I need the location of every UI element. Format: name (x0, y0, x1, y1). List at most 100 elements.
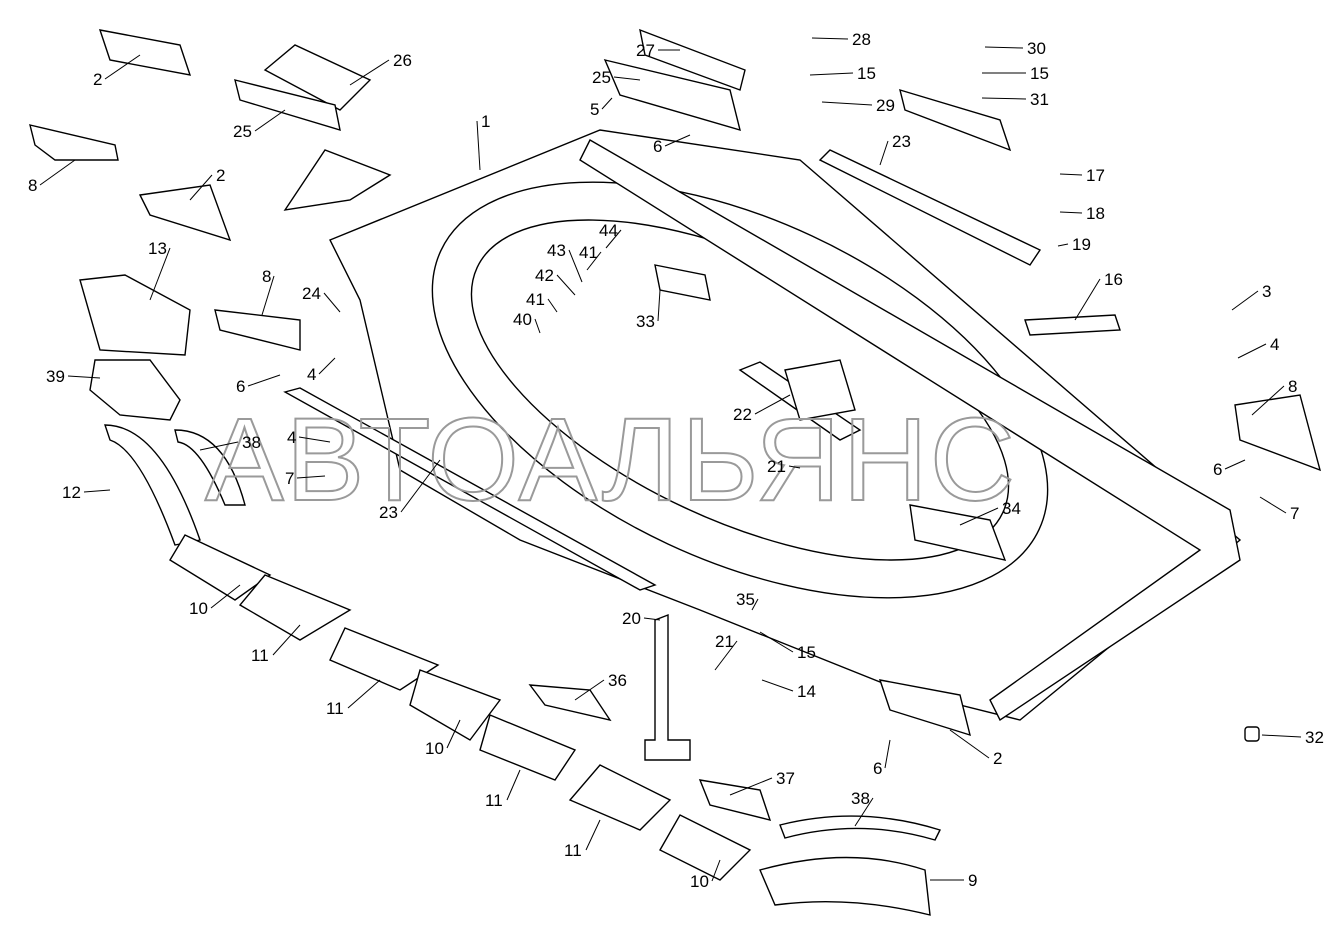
leader-line (711, 859, 721, 882)
callout-number: 35 (736, 590, 755, 609)
leader-line (39, 159, 76, 186)
callout-number: 19 (1072, 235, 1091, 254)
callout-number: 11 (485, 791, 503, 810)
leader-line (547, 298, 558, 313)
callout-number: 31 (1030, 90, 1049, 109)
callout-number: 4 (307, 365, 316, 384)
watermark: АВТОАЛЬЯНС (205, 394, 1017, 526)
callout-number: 4 (1270, 335, 1279, 354)
leader-line (318, 357, 336, 375)
leader-line (556, 274, 576, 296)
leader-line (272, 624, 301, 656)
callout-number: 5 (590, 100, 599, 119)
callout-number: 15 (797, 643, 816, 662)
callout-number: 41 (526, 290, 545, 309)
leader-line (788, 465, 801, 469)
callout-number: 8 (28, 176, 37, 195)
leader-line (574, 679, 605, 701)
callout-number: 21 (715, 632, 734, 651)
callout-number: 13 (148, 239, 167, 258)
callout-number: 14 (797, 682, 816, 701)
leader-line (534, 318, 541, 334)
leader-line (323, 292, 341, 313)
leader-line (601, 97, 613, 110)
leader-line (657, 289, 661, 322)
leader-line (446, 719, 461, 749)
leader-line (761, 679, 794, 692)
callout-number: 8 (1288, 377, 1297, 396)
callout-number: 27 (636, 41, 655, 60)
leader-line (476, 120, 481, 171)
leader-line (104, 54, 141, 80)
callout-number: 44 (599, 221, 618, 240)
callout-number: 17 (1086, 166, 1105, 185)
leader-line (210, 584, 241, 609)
callout-number: 15 (1030, 64, 1049, 83)
leader-line (149, 247, 171, 301)
callout-number: 30 (1027, 39, 1046, 58)
leader-line (879, 140, 889, 166)
leader-line (199, 441, 239, 451)
callout-number: 10 (425, 739, 444, 758)
leader-line (959, 507, 999, 526)
callout-number: 36 (608, 671, 627, 690)
leader-line (261, 275, 275, 316)
leader-line (83, 489, 111, 493)
leader-line (586, 251, 602, 271)
callout-number: 12 (62, 483, 81, 502)
leader-line (754, 394, 791, 415)
leader-line (1224, 459, 1246, 470)
leader-line (296, 475, 326, 479)
callout-number: 6 (653, 137, 662, 156)
leader-line (664, 134, 691, 147)
callout-number: 39 (46, 367, 65, 386)
callout-number: 10 (189, 599, 208, 618)
callout-number: 1 (481, 112, 490, 131)
leader-line (506, 769, 521, 801)
leader-line (984, 46, 1024, 49)
leader-line (714, 640, 738, 671)
callout-number: 37 (776, 769, 795, 788)
callout-number: 34 (1002, 499, 1021, 518)
callout-number: 23 (892, 132, 911, 151)
callout-number: 15 (857, 64, 876, 83)
leader-line (67, 375, 101, 379)
callout-number: 40 (513, 310, 532, 329)
callout-number: 6 (873, 759, 882, 778)
leader-line (1259, 496, 1287, 514)
callout-number: 2 (93, 70, 102, 89)
leader-line (1261, 734, 1302, 738)
leader-line (884, 739, 891, 769)
callout-number: 43 (547, 241, 566, 260)
callout-number: 29 (876, 96, 895, 115)
callout-number: 7 (285, 469, 294, 488)
leader-line (568, 249, 583, 283)
callout-number: 21 (767, 457, 786, 476)
callout-number: 23 (379, 503, 398, 522)
callout-number: 38 (242, 433, 261, 452)
leader-line (1057, 243, 1069, 247)
callout-number: 20 (622, 609, 641, 628)
leader-line (254, 109, 286, 132)
leader-line (613, 76, 641, 81)
callout-number: 11 (564, 841, 582, 860)
leader-line (854, 797, 874, 827)
leader-line (1231, 290, 1259, 311)
callout-number: 38 (851, 789, 870, 808)
leader-line (751, 598, 759, 611)
leader-line (643, 617, 661, 621)
callout-number: 11 (251, 646, 269, 665)
small-parts (29, 28, 1322, 916)
callout-number: 4 (287, 428, 296, 447)
callout-number: 11 (326, 699, 344, 718)
leader-line (729, 777, 773, 796)
leader-line (605, 229, 622, 249)
callout-number: 9 (968, 871, 977, 890)
callout-number: 25 (592, 68, 611, 87)
callout-number: 6 (236, 377, 245, 396)
callout-number: 10 (690, 872, 709, 891)
callout-number: 16 (1104, 270, 1123, 289)
